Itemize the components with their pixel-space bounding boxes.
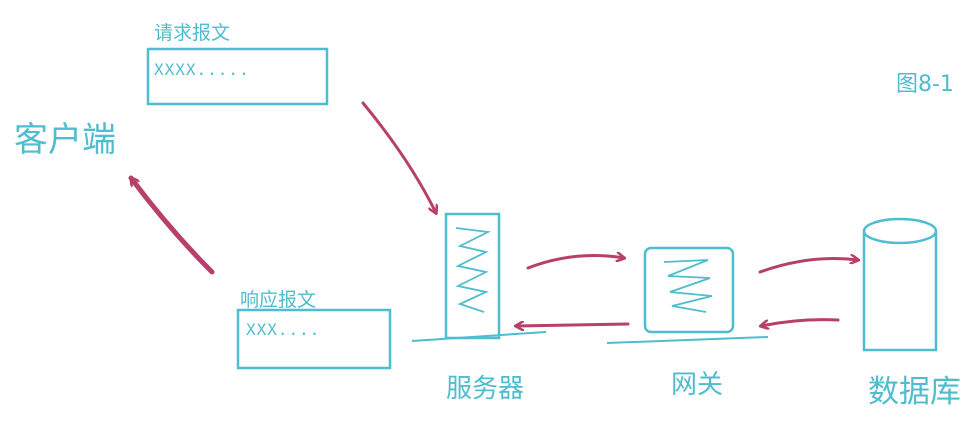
client-label: 客户端	[14, 120, 116, 160]
gateway-label: 网关	[671, 370, 724, 400]
request-title: 请求报文	[154, 22, 231, 44]
arrow-database-to-gateway	[761, 318, 840, 326]
request-content: XXXX.....	[154, 60, 250, 79]
server-icon	[411, 212, 547, 342]
gateway-icon	[606, 246, 769, 344]
response-message-box	[236, 308, 392, 370]
arrow-gateway-to-database	[758, 259, 858, 274]
request-message-box	[146, 47, 329, 106]
database-label: 数据库	[868, 374, 961, 410]
response-content: XXX....	[246, 320, 321, 339]
arrow-request-to-server	[361, 101, 436, 213]
database-icon	[862, 217, 938, 352]
server-label: 服务器	[446, 374, 525, 404]
arrow-response-to-client	[128, 178, 215, 275]
response-title: 响应报文	[240, 289, 317, 311]
arrow-gateway-to-server	[516, 324, 630, 326]
arrow-server-to-gateway	[526, 256, 624, 270]
figure-label: 图8-1	[896, 72, 954, 97]
